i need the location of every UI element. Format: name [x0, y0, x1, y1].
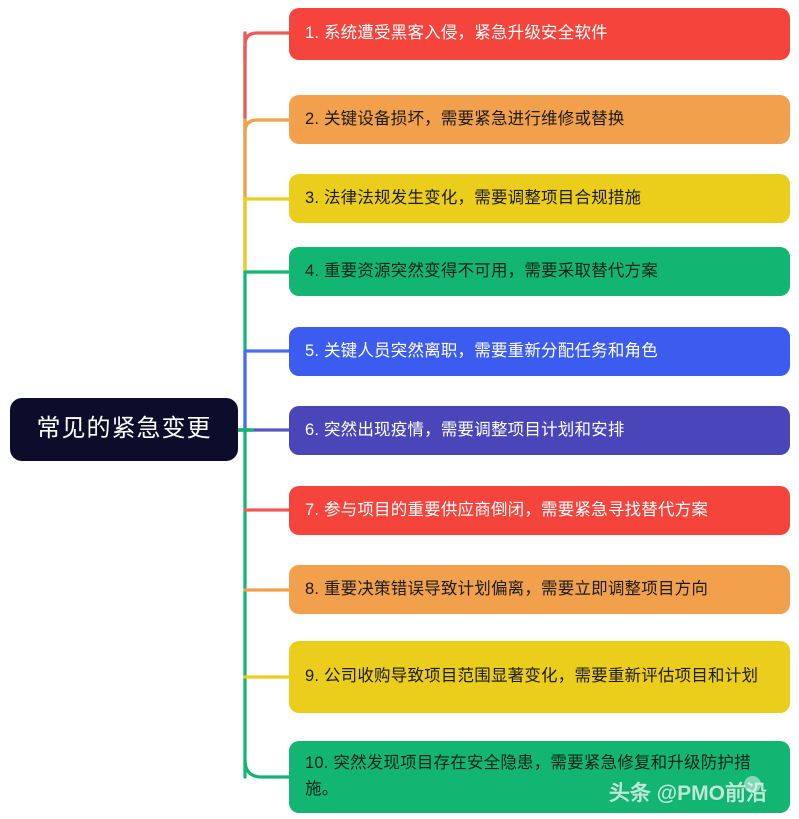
branch-node-6-label: 6. 突然出现疫情，需要调整项目计划和安排: [305, 420, 625, 439]
branch-node-10[interactable]: 10. 突然发现项目存在安全隐患，需要紧急修复和升级防护措施。: [289, 741, 790, 813]
branch-node-10-label: 10. 突然发现项目存在安全隐患，需要紧急修复和升级防护措施。: [305, 754, 751, 798]
branch-node-9[interactable]: 9. 公司收购导致项目范围显著变化，需要重新评估项目和计划: [289, 641, 790, 713]
branch-node-4[interactable]: 4. 重要资源突然变得不可用，需要采取替代方案: [289, 247, 790, 296]
branch-node-8[interactable]: 8. 重要决策错误导致计划偏离，需要立即调整项目方向: [289, 565, 790, 614]
branch-node-3-label: 3. 法律法规发生变化，需要调整项目合规措施: [305, 188, 642, 207]
branch-node-1[interactable]: 1. 系统遭受黑客入侵，紧急升级安全软件: [289, 8, 790, 60]
branch-node-8-label: 8. 重要决策错误导致计划偏离，需要立即调整项目方向: [305, 579, 709, 598]
branch-node-3[interactable]: 3. 法律法规发生变化，需要调整项目合规措施: [289, 174, 790, 223]
branch-node-5-label: 5. 关键人员突然离职，需要重新分配任务和角色: [305, 341, 658, 360]
branch-node-2[interactable]: 2. 关键设备损坏，需要紧急进行维修或替换: [289, 95, 790, 144]
branch-node-5[interactable]: 5. 关键人员突然离职，需要重新分配任务和角色: [289, 327, 790, 376]
branch-node-2-label: 2. 关键设备损坏，需要紧急进行维修或替换: [305, 109, 625, 128]
branch-node-6[interactable]: 6. 突然出现疫情，需要调整项目计划和安排: [289, 406, 790, 455]
branch-node-4-label: 4. 重要资源突然变得不可用，需要采取替代方案: [305, 261, 658, 280]
branch-node-9-label: 9. 公司收购导致项目范围显著变化，需要重新评估项目和计划: [305, 667, 759, 686]
root-node-label: 常见的紧急变更: [36, 415, 212, 443]
branch-node-7-label: 7. 参与项目的重要供应商倒闭，需要紧急寻找替代方案: [305, 500, 709, 519]
branch-node-1-label: 1. 系统遭受黑客入侵，紧急升级安全软件: [305, 24, 608, 43]
root-node[interactable]: 常见的紧急变更: [10, 398, 238, 461]
branch-node-7[interactable]: 7. 参与项目的重要供应商倒闭，需要紧急寻找替代方案: [289, 486, 790, 535]
